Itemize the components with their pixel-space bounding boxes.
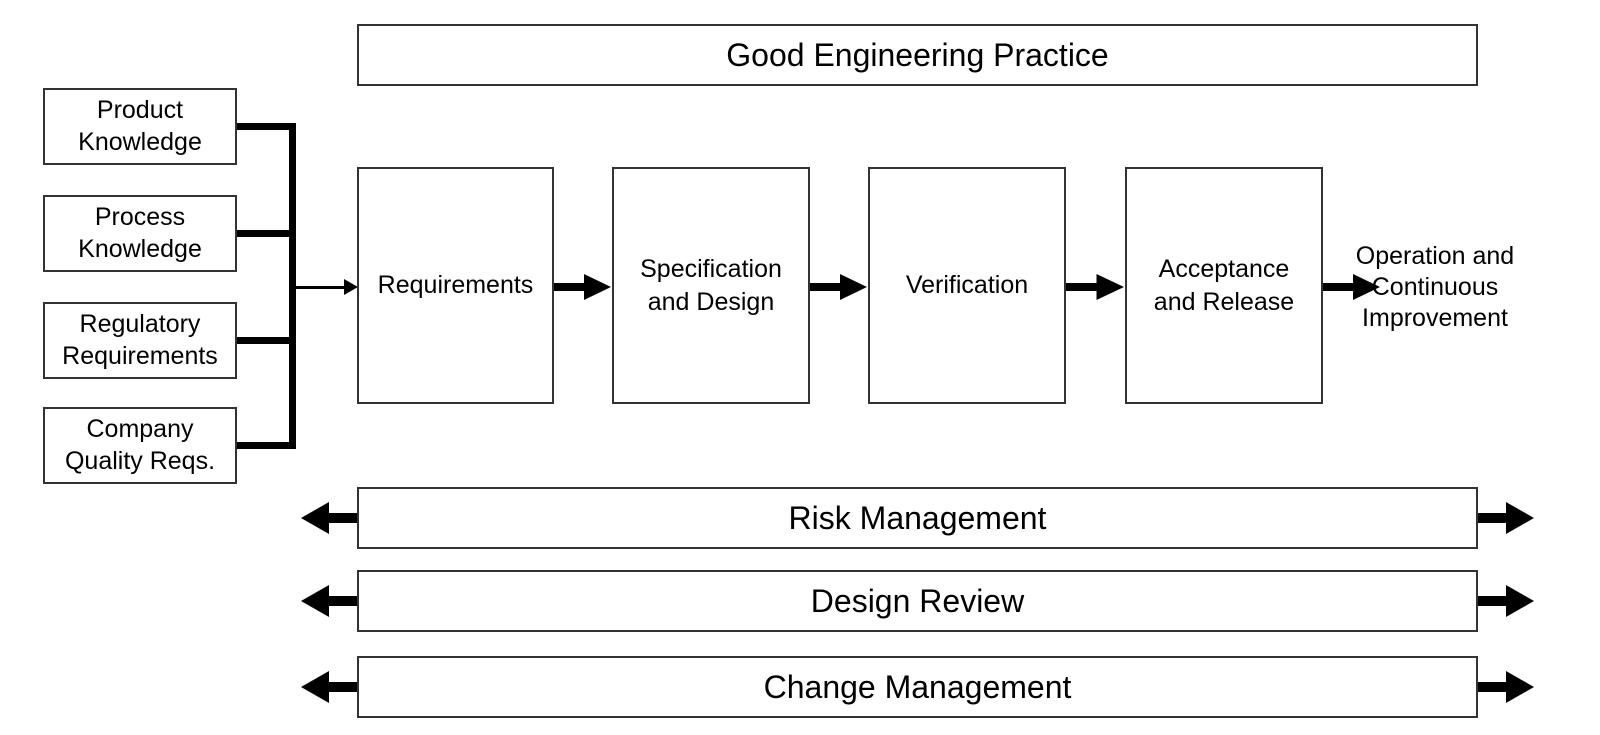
company-quality-reqs-label: Company Quality Reqs.: [64, 415, 216, 475]
process-box-requirements: Requirements: [357, 167, 554, 404]
flow-arrow-icon: [1323, 274, 1380, 300]
outcome-operation-continuous-improvement: Operation and Continuous Improvement: [1340, 240, 1530, 335]
acceptance-and-release-label: Acceptance and Release: [1153, 255, 1295, 316]
input-box-process-knowledge: Process Knowledge: [43, 195, 237, 272]
arrow-right-icon: [1478, 585, 1534, 617]
process-box-verification: Verification: [868, 167, 1066, 404]
outcome-label: Operation and Continuous Improvement: [1355, 242, 1515, 332]
regulatory-requirements-label: Regulatory Requirements: [62, 310, 218, 370]
input-box-regulatory-requirements: Regulatory Requirements: [43, 302, 237, 379]
requirements-label: Requirements: [377, 271, 534, 300]
arrow-left-icon: [301, 502, 357, 534]
arrow-right-icon: [1478, 671, 1534, 703]
change-management-banner: Change Management: [357, 656, 1478, 718]
arrow-left-icon: [301, 671, 357, 703]
process-box-specification-and-design: Specification and Design: [612, 167, 810, 404]
process-knowledge-label: Process Knowledge: [78, 203, 202, 263]
good-engineering-practice-label: Good Engineering Practice: [726, 36, 1109, 73]
input-arrow-line: [293, 286, 345, 289]
connector-vertical-line: [289, 123, 296, 449]
risk-management-banner: Risk Management: [357, 487, 1478, 549]
flow-arrow-icon: [810, 274, 867, 300]
risk-management-label: Risk Management: [788, 499, 1047, 536]
connector-stub-company: [237, 442, 293, 449]
input-arrow-icon: [344, 279, 358, 295]
input-box-company-quality-reqs: Company Quality Reqs.: [43, 407, 237, 484]
good-engineering-practice-banner: Good Engineering Practice: [357, 24, 1478, 86]
product-knowledge-label: Product Knowledge: [78, 96, 202, 156]
input-box-product-knowledge: Product Knowledge: [43, 88, 237, 165]
arrow-right-icon: [1478, 502, 1534, 534]
flow-arrow-icon: [1066, 274, 1124, 300]
specification-and-design-label: Specification and Design: [640, 255, 782, 316]
connector-stub-product: [237, 123, 293, 130]
design-review-label: Design Review: [810, 582, 1025, 619]
arrow-left-icon: [301, 585, 357, 617]
design-review-banner: Design Review: [357, 570, 1478, 632]
connector-stub-process: [237, 230, 293, 237]
flow-arrow-icon: [554, 274, 611, 300]
change-management-label: Change Management: [763, 668, 1072, 705]
connector-stub-regulatory: [237, 337, 293, 344]
verification-label: Verification: [905, 271, 1029, 300]
process-box-acceptance-and-release: Acceptance and Release: [1125, 167, 1323, 404]
